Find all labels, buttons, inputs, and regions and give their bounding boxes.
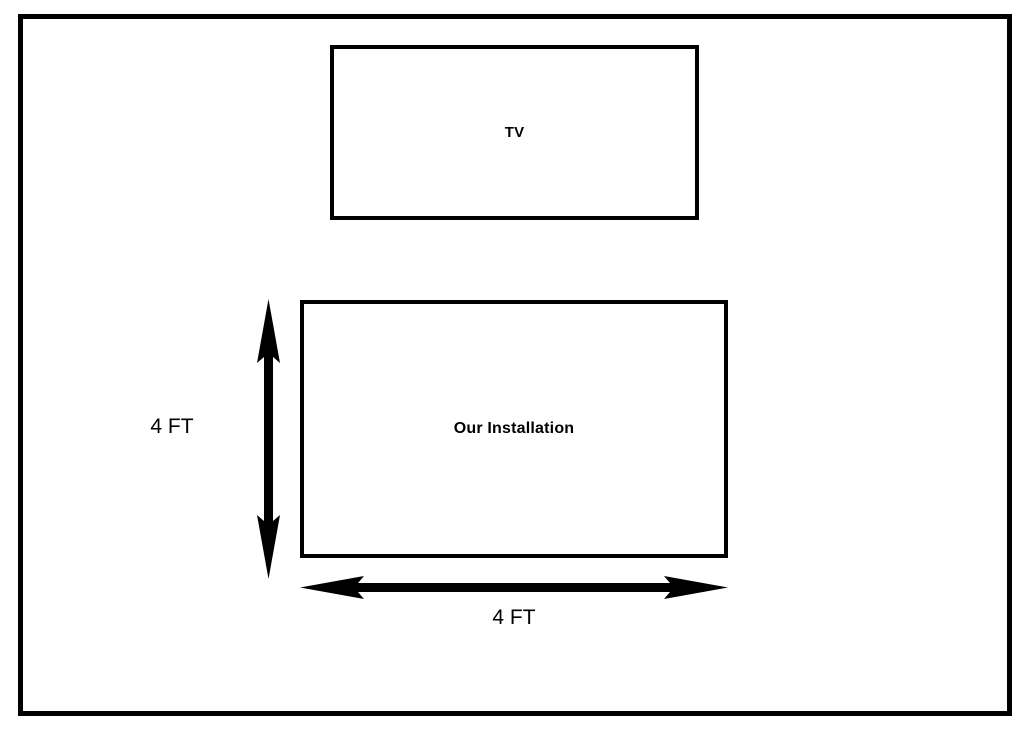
tv-box-label: TV <box>504 124 525 141</box>
horizontal-dimension-arrow-icon <box>300 576 728 599</box>
installation-box: Our Installation <box>300 300 728 558</box>
vertical-dimension-label: 4 FT <box>150 415 194 438</box>
horizontal-dimension-label: 4 FT <box>492 606 536 629</box>
tv-box: TV <box>330 45 699 220</box>
vertical-dimension-arrow-icon <box>257 299 280 579</box>
installation-box-label: Our Installation <box>453 420 575 437</box>
